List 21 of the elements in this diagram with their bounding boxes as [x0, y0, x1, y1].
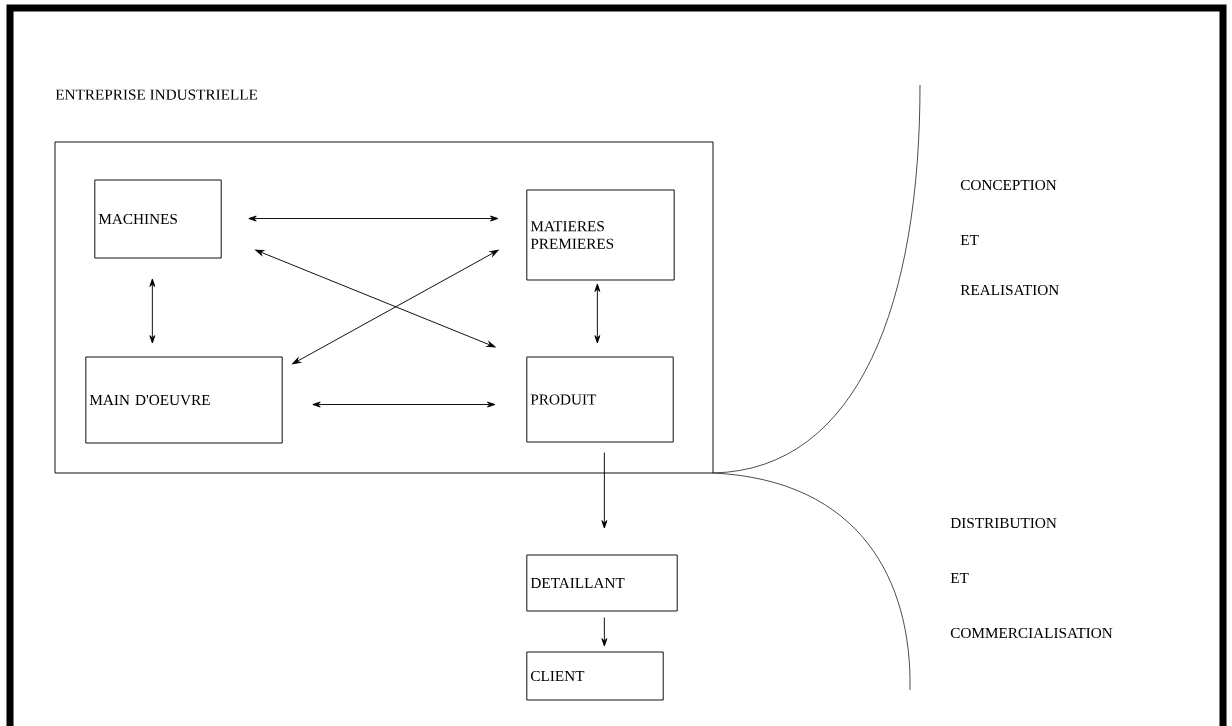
- side-label: COMMERCIALISATION: [950, 627, 1113, 639]
- arrow: [601, 452, 608, 529]
- arrow: [149, 278, 156, 344]
- process-box: MAIN D'OEUVRE: [85, 356, 283, 444]
- arrow: [601, 617, 608, 647]
- side-label: ET: [950, 573, 969, 583]
- side-label: ET: [960, 235, 979, 245]
- arrow: [255, 249, 496, 348]
- arrow: [292, 249, 499, 365]
- node-label: ENTREPRISE INDUSTRIELLE: [55, 89, 258, 100]
- side-label: CONCEPTION: [960, 179, 1057, 191]
- side-label: REALISATION: [960, 284, 1059, 296]
- process-box: PRODUIT: [526, 356, 674, 443]
- process-box: CLIENT: [526, 651, 664, 701]
- arrow: [312, 401, 496, 408]
- arrow: [594, 283, 601, 344]
- process-box: DETAILLANT: [526, 554, 678, 612]
- process-box: MATIERES PREMIERES: [526, 189, 675, 281]
- process-box: MACHINES: [94, 179, 222, 259]
- side-label: DISTRIBUTION: [950, 517, 1057, 529]
- arrow: [248, 215, 499, 222]
